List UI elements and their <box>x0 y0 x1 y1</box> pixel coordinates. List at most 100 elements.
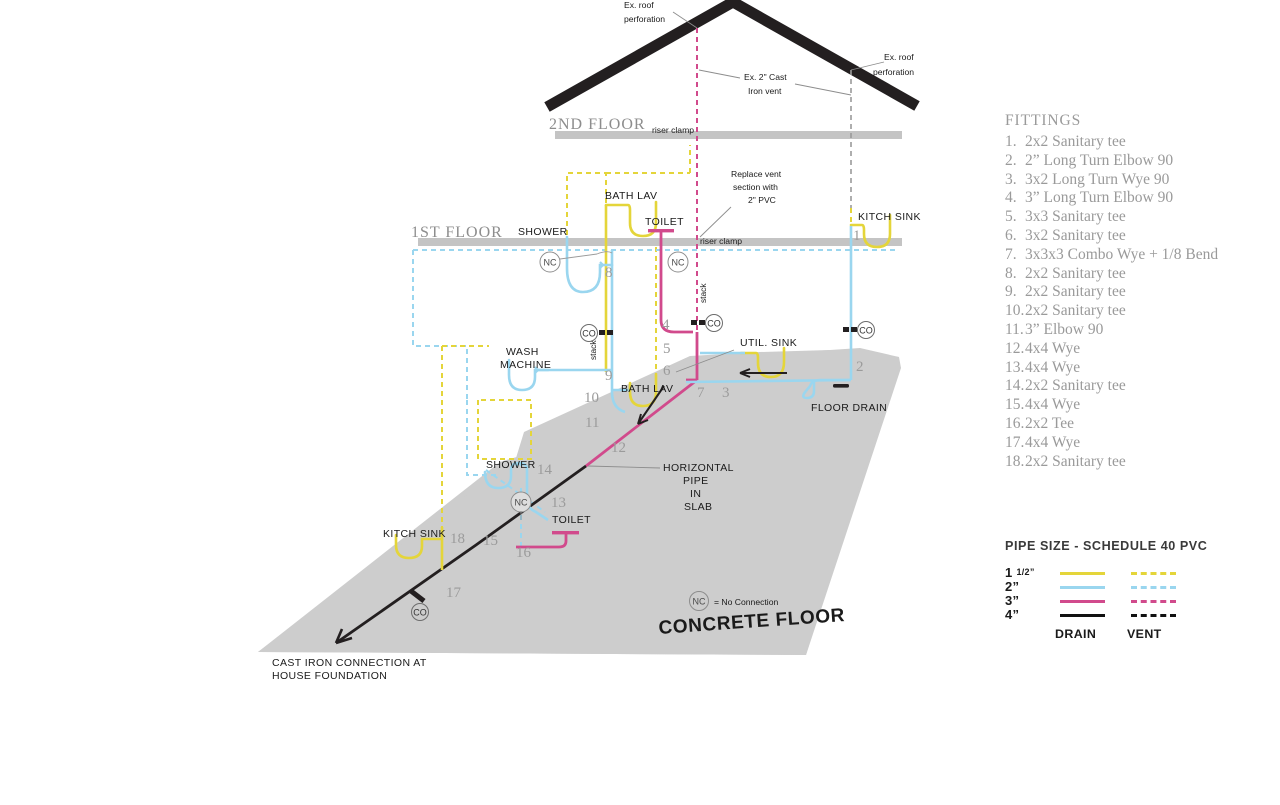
stack-label-lower: stack <box>588 340 598 360</box>
fitting-callout-16: 16 <box>516 545 532 561</box>
fitting-item: 6.3x2 Sanitary tee <box>1005 227 1275 246</box>
fitting-item-number: 17. <box>1005 433 1025 451</box>
legend-pipe-size: 2” <box>1005 579 1020 594</box>
riser-clamp-top-label: riser clamp <box>652 125 694 135</box>
vent-yellow-shower-basement <box>477 399 532 460</box>
legend-drain-swatch <box>1060 600 1105 603</box>
leader-horizontal-pipe <box>587 465 661 469</box>
cleanout-marker-middle: CO <box>691 314 723 332</box>
first-floor-label: 1ST FLOOR <box>411 224 503 241</box>
drain-wash-machine-arrow <box>534 366 540 374</box>
fitting-item-text: 2x2 Sanitary tee <box>1025 302 1126 320</box>
legend-drain-label: DRAIN <box>1055 627 1097 641</box>
vent-bathlav-1st-yellow <box>566 172 607 255</box>
fitting-callout-2: 2 <box>856 359 864 375</box>
fitting-callout-1: 1 <box>853 228 861 244</box>
horizontal-pipe-line2: PIPE <box>683 475 709 487</box>
fitting-item-number: 9. <box>1005 283 1017 301</box>
fitting-item-number: 7. <box>1005 245 1017 263</box>
fittings-heading: FITTINGS <box>1005 112 1082 129</box>
legend-vent-label: VENT <box>1127 627 1162 641</box>
drain-wash-machine-trap <box>507 358 550 392</box>
fitting-item-number: 11. <box>1005 320 1024 338</box>
drain-2in-left-stack-to-slab <box>610 391 626 414</box>
drain-2in-basement-arrow <box>739 368 787 378</box>
fitting-item-text: 4x4 Wye <box>1025 396 1081 414</box>
fitting-item-number: 5. <box>1005 208 1017 226</box>
cast-iron-vent-line1: Ex. 2" Cast <box>744 72 787 82</box>
fitting-item-text: 4x4 Wye <box>1025 433 1081 451</box>
pipe-size-legend: PIPE SIZE - SCHEDULE 40 PVC 1 1/2”2”3”4”… <box>1005 539 1270 641</box>
fitting-callout-13: 13 <box>551 495 566 511</box>
legend-drain-swatch <box>1060 586 1105 589</box>
label-shower-basement: SHOWER <box>486 459 536 471</box>
cleanout-4in-tick <box>409 589 426 603</box>
fitting-item-text: 2x2 Tee <box>1025 414 1074 432</box>
fitting-item: 12.4x4 Wye <box>1005 340 1275 359</box>
fitting-item-text: 3x2 Sanitary tee <box>1025 226 1126 244</box>
cleanout-marker-right: CO <box>843 321 875 339</box>
fitting-item-text: 3x3 Sanitary tee <box>1025 208 1126 226</box>
cast-iron-vent-line2: Iron vent <box>748 86 782 96</box>
cleanout-marker-slab: CO <box>411 603 429 621</box>
concrete-slab-shape-upper <box>258 350 899 655</box>
drain-shower-basement-trap <box>483 461 529 490</box>
fitting-item-number: 14. <box>1005 377 1025 395</box>
fitting-item-text: 4x4 Wye <box>1025 358 1081 376</box>
drain-floor-drain-trap <box>801 382 816 400</box>
fitting-item: 15.4x4 Wye <box>1005 396 1275 415</box>
fitting-item: 11.3” Elbow 90 <box>1005 321 1275 340</box>
fitting-callout-11: 11 <box>585 415 599 431</box>
fitting-item-number: 4. <box>1005 189 1017 207</box>
toilet-basement-flange <box>552 531 579 535</box>
fitting-callout-15: 15 <box>483 533 498 549</box>
fitting-item-text: 3” Long Turn Elbow 90 <box>1025 189 1174 207</box>
fitting-item-number: 8. <box>1005 264 1017 282</box>
fitting-callout-18: 18 <box>450 531 465 547</box>
nc-marker-shower-1st: NC <box>539 251 613 273</box>
fitting-item-text: 3” Elbow 90 <box>1025 320 1104 338</box>
label-bath-lav-1st: BATH LAV <box>605 190 657 202</box>
drain-2in-floor-drain-branch <box>804 378 851 392</box>
fitting-callout-8: 8 <box>605 265 613 281</box>
horizontal-pipe-line3: IN <box>690 488 701 500</box>
legend-drain-swatch <box>1060 572 1105 575</box>
drain-kitchsink-1st-trap <box>849 213 892 249</box>
fitting-item-text: 3x3x3 Combo Wye + 1/8 Bend <box>1025 245 1219 263</box>
legend-pipe-size: 1 1/2” <box>1005 565 1035 580</box>
fitting-callout-3: 3 <box>722 385 730 401</box>
label-util-sink: UTIL. SINK <box>740 337 797 349</box>
legend-drain-swatch <box>1060 614 1105 617</box>
fitting-item-number: 18. <box>1005 452 1025 470</box>
nc-shower-1st-label: NC <box>544 258 557 268</box>
roof-perforation-right-line2: perforation <box>873 67 914 77</box>
legend-title: PIPE SIZE - SCHEDULE 40 PVC <box>1005 539 1208 553</box>
fitting-item-text: 2x2 Sanitary tee <box>1025 264 1126 282</box>
drain-3in-slab-arrow <box>637 385 665 425</box>
label-wash-machine-line1: WASH <box>506 346 539 358</box>
nc-key: NC = No Connection <box>689 591 778 611</box>
label-floor-drain: FLOOR DRAIN <box>811 402 887 414</box>
drain-shower-1st-trap <box>565 235 614 294</box>
fitting-item: 4. 3” Long Turn Elbow 90 <box>1005 189 1275 208</box>
legend-row: 1 1/2” <box>1005 565 1270 582</box>
cleanout-middle-label: CO <box>707 319 721 329</box>
fitting-item-text: 2” Long Turn Elbow 90 <box>1025 151 1174 169</box>
fitting-item-number: 3. <box>1005 170 1017 188</box>
fitting-item-number: 1. <box>1005 133 1017 150</box>
fitting-item-number: 10. <box>1005 302 1025 320</box>
fitting-item-number: 16. <box>1005 414 1025 432</box>
fitting-item: 1.2x2 Sanitary tee <box>1005 133 1275 152</box>
roof-perforation-left-line2: perforation <box>624 14 665 24</box>
drain-shower-basement-arrow <box>515 461 523 467</box>
fitting-item-text: 2x2 Sanitary tee <box>1025 452 1126 470</box>
nc-toilet-1st-label: NC <box>672 258 685 268</box>
horizontal-pipe-line1: HORIZONTAL <box>663 462 734 474</box>
fitting-item-text: 2x2 Sanitary tee <box>1025 283 1126 301</box>
legend-vent-swatch <box>1131 586 1176 589</box>
toilet-1st-flange <box>648 229 674 233</box>
fitting-callout-4: 4 <box>662 317 670 333</box>
fitting-item-number: 12. <box>1005 339 1025 357</box>
